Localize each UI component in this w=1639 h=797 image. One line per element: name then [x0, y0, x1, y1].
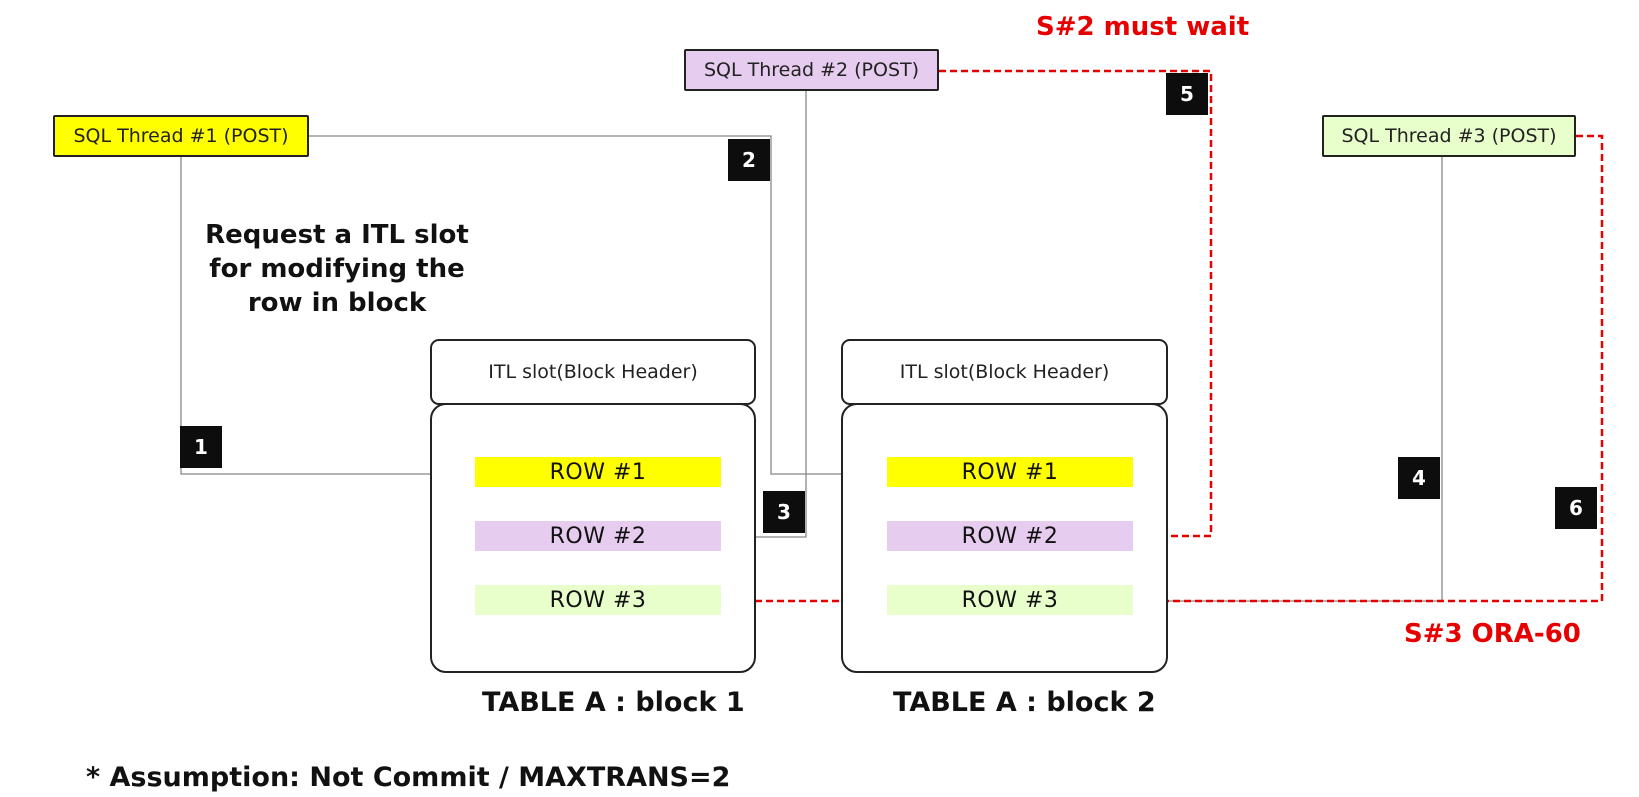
block1-itl-header: ITL slot(Block Header): [430, 339, 756, 405]
block1-row-1: ROW #1: [475, 457, 721, 487]
block1-row-2: ROW #2: [475, 521, 721, 551]
sql-thread-1: SQL Thread #1 (POST): [53, 115, 309, 157]
step-marker-3: 3: [763, 491, 805, 533]
request-itl-note: Request a ITL slot for modifying the row…: [205, 220, 469, 318]
connector-thread3-to-block2-row3: [1133, 157, 1443, 601]
sql-thread-3-label: SQL Thread #3 (POST): [1341, 125, 1557, 147]
block2-row-1: ROW #1: [887, 457, 1133, 487]
block2-caption: TABLE A : block 2: [893, 687, 1156, 718]
step-marker-2: 2: [728, 139, 770, 181]
wait-note: S#2 must wait: [1036, 12, 1250, 42]
assumption-note: * Assumption: Not Commit / MAXTRANS=2: [86, 762, 731, 793]
connector-thread1-to-block2-row1: [309, 135, 888, 474]
sql-thread-1-label: SQL Thread #1 (POST): [73, 125, 289, 147]
sql-thread-2: SQL Thread #2 (POST): [684, 49, 939, 91]
sql-thread-3: SQL Thread #3 (POST): [1322, 115, 1576, 157]
block2-itl-header-label: ITL slot(Block Header): [899, 361, 1110, 383]
step-marker-6: 6: [1555, 487, 1597, 529]
step-marker-4: 4: [1398, 457, 1440, 499]
connector-thread1-to-block1-row1: [180, 157, 475, 474]
deadlock-error-note: S#3 ORA-60: [1404, 619, 1581, 649]
step-marker-1: 1: [180, 426, 222, 468]
block2-row-2: ROW #2: [887, 521, 1133, 551]
sql-thread-2-label: SQL Thread #2 (POST): [703, 59, 920, 81]
block1-caption: TABLE A : block 1: [482, 687, 745, 718]
connector-thread2-wait-block2-row2: [939, 69, 1213, 541]
block1-itl-header-label: ITL slot(Block Header): [488, 361, 698, 383]
step-marker-5: 5: [1166, 73, 1208, 115]
block2-row-3: ROW #3: [887, 585, 1133, 615]
block2-itl-header: ITL slot(Block Header): [841, 339, 1168, 405]
block1-row-3: ROW #3: [475, 585, 721, 615]
